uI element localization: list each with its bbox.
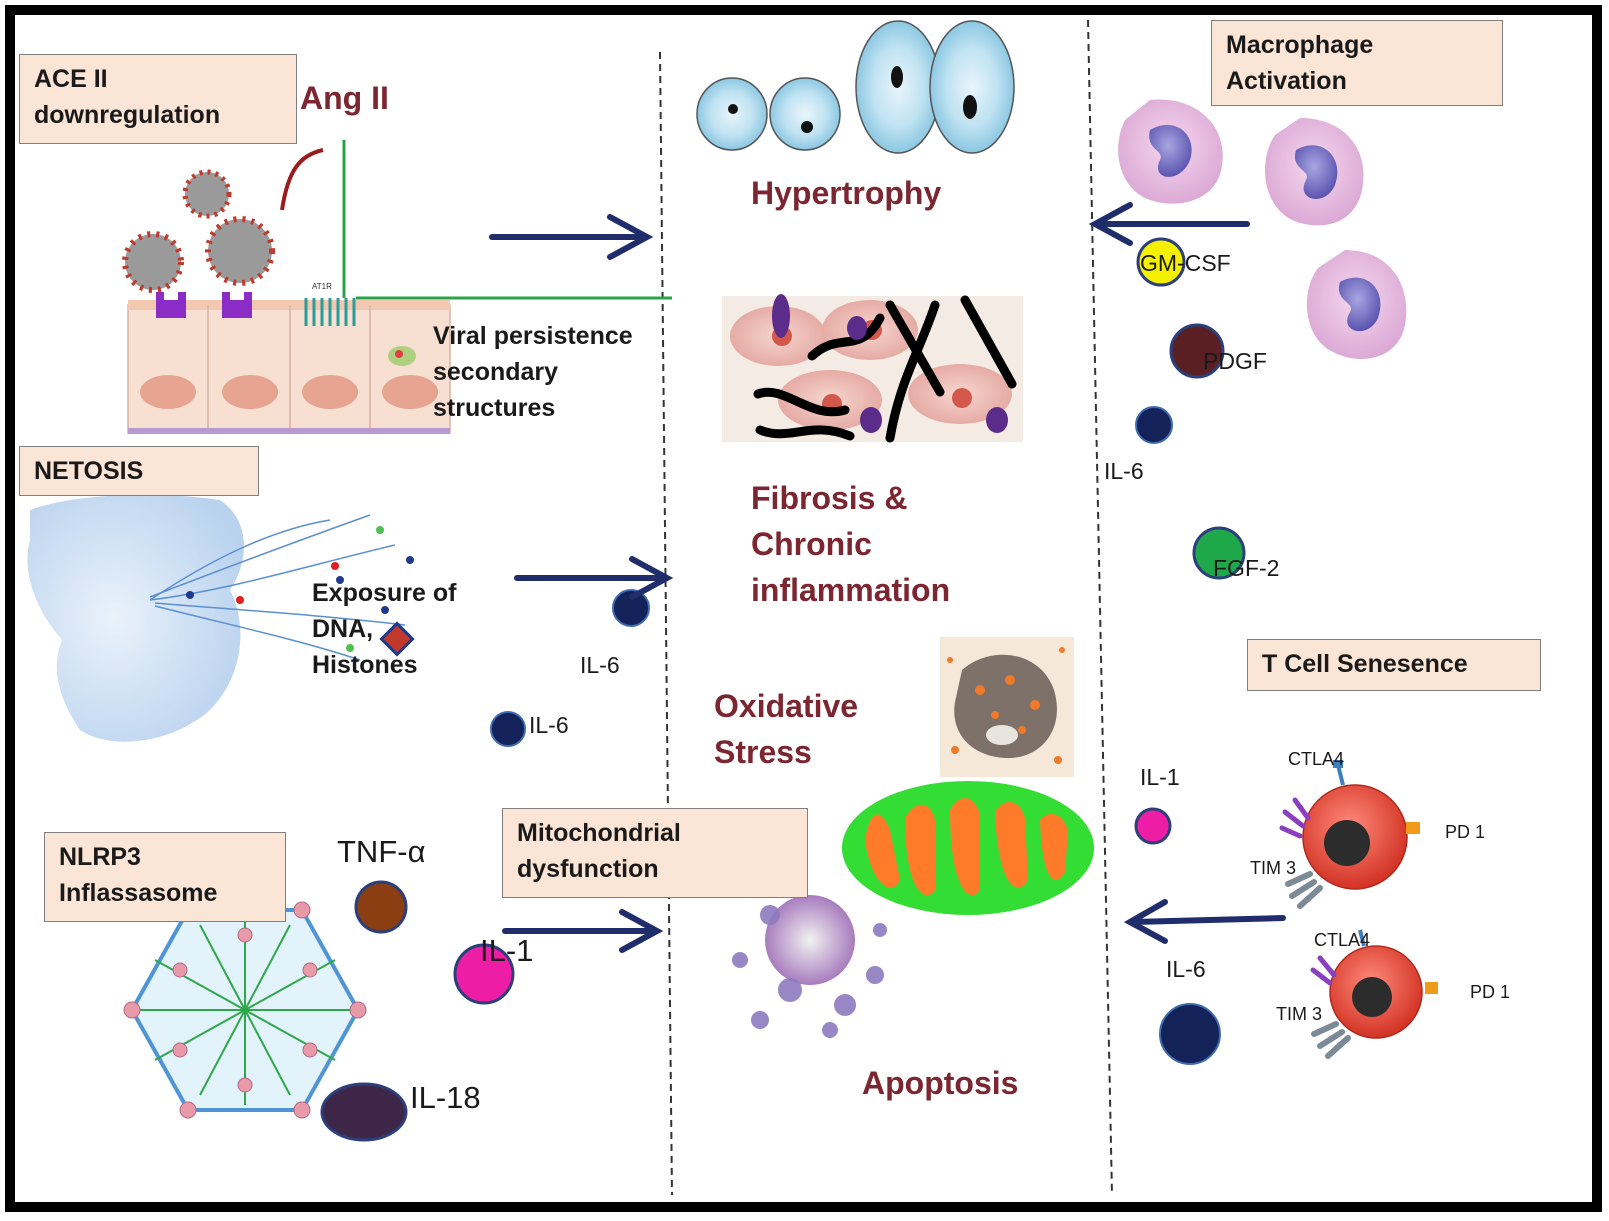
nlrp3-title-line2: Inflassasome <box>59 879 218 907</box>
viral-persistence-line2: secondary <box>433 358 559 386</box>
nlrp3-title-line1: NLRP3 <box>59 843 141 871</box>
fgf2-dot <box>1192 526 1246 580</box>
gmcsf-label: GM-CSF <box>1140 250 1231 276</box>
mito-title-line1: Mitochondrial <box>517 819 681 847</box>
fibrosis-line2: Chronic <box>751 526 872 562</box>
hypertrophy-illustration <box>696 20 1015 154</box>
hypertrophy-label: Hypertrophy <box>751 175 942 211</box>
ace2-title-line2: downregulation <box>34 101 221 129</box>
exposure-line1: Exposure of <box>312 579 457 607</box>
nlrp3-box: NLRP3 Inflassasome <box>44 832 286 922</box>
fibrosis-illustration <box>722 294 1023 443</box>
il1-dot-right <box>1134 807 1172 845</box>
fibrosis-line1: Fibrosis & <box>751 480 908 516</box>
macrophage-box: Macrophage Activation <box>1211 20 1503 106</box>
mitochondria-illustration <box>842 781 1094 915</box>
pd1-label-a: PD 1 <box>1445 822 1486 842</box>
il18-dot <box>320 1082 408 1142</box>
ace2-box: ACE II downregulation <box>19 54 297 144</box>
mito-title-line2: dysfunction <box>517 855 659 883</box>
ctla4-label-b: CTLA4 <box>1314 930 1371 950</box>
pdgf-label: PDGF <box>1203 348 1267 374</box>
virus-particles <box>122 169 275 293</box>
macrophage-title-line1: Macrophage <box>1226 31 1374 59</box>
oxidative-cell-illustration <box>940 637 1074 777</box>
tnf-alpha-label: TNF-α <box>337 834 426 869</box>
il1-label-right: IL-1 <box>1140 764 1180 790</box>
oxidative-line2: Stress <box>714 734 812 770</box>
ang-red-hook <box>280 148 324 211</box>
apoptosis-label: Apoptosis <box>862 1065 1019 1101</box>
il1-dot-left <box>453 943 515 1005</box>
tim3-label-a: TIM 3 <box>1250 858 1297 878</box>
separator-left <box>659 51 673 1196</box>
viral-persistence-line3: structures <box>433 394 556 422</box>
gmcsf-dot <box>1136 237 1186 287</box>
arrow-tcell-to-center <box>1129 915 1286 925</box>
mito-box: Mitochondrial dysfunction <box>502 808 808 898</box>
exposure-line3: Histones <box>312 651 418 679</box>
il6-dot-right-bottom <box>1159 1003 1221 1065</box>
il6-label-netosis-a: IL-6 <box>580 652 620 678</box>
pd1-label-b: PD 1 <box>1470 982 1511 1002</box>
tim3-label-b: TIM 3 <box>1276 1004 1323 1024</box>
netosis-illustration <box>27 494 415 742</box>
il6-dot-right-top <box>1135 406 1173 444</box>
il18-label: IL-18 <box>410 1080 481 1115</box>
oxidative-line1: Oxidative <box>714 688 859 724</box>
il6-label-right-bottom: IL-6 <box>1166 956 1206 982</box>
il6-dot-netosis-a <box>612 589 650 627</box>
epithelium-illustration <box>127 292 451 434</box>
il6-label-right-top: IL-6 <box>1104 458 1144 484</box>
tcell-title: T Cell Senesence <box>1262 650 1468 678</box>
fgf2-label: FGF-2 <box>1213 555 1280 581</box>
outer-frame <box>5 5 1602 1212</box>
pdgf-dot <box>1169 323 1225 379</box>
exposure-line2: DNA, <box>312 615 374 643</box>
tnf-dot <box>354 880 408 934</box>
tcell-box: T Cell Senesence <box>1247 639 1541 691</box>
apoptosis-illustration <box>732 895 887 1038</box>
t-cells <box>1279 760 1438 1059</box>
viral-persistence-line1: Viral persistence <box>433 322 633 350</box>
il6-dot-netosis-b <box>490 711 526 747</box>
separator-right <box>1087 19 1113 1196</box>
ace2-title-line1: ACE II <box>34 65 108 93</box>
macrophage-title-line2: Activation <box>1226 67 1347 95</box>
netosis-box: NETOSIS <box>19 446 259 496</box>
ctla4-label-a: CTLA4 <box>1288 749 1345 769</box>
il1-label-left: IL-1 <box>480 933 534 968</box>
macrophage-cells <box>1118 99 1407 360</box>
il6-label-netosis-b: IL-6 <box>529 712 569 738</box>
inflammasome-illustration <box>123 901 367 1119</box>
at1r-tag: AT1R <box>312 282 332 291</box>
ang-ii-label: Ang II <box>300 80 389 116</box>
netosis-title: NETOSIS <box>34 457 144 485</box>
fibrosis-line3: inflammation <box>751 572 951 608</box>
